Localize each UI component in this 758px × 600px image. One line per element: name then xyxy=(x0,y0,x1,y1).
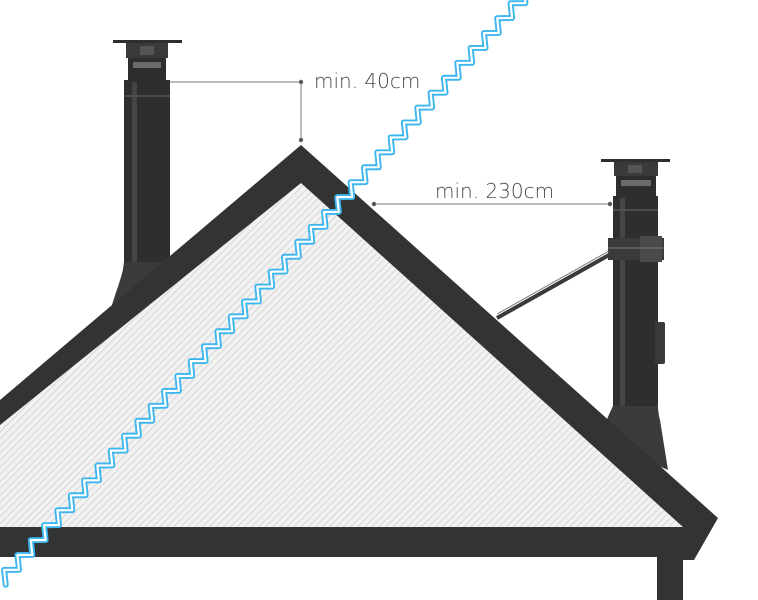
right-chimney-pipe-highlight xyxy=(620,198,625,434)
right-chimney xyxy=(600,159,670,470)
right-chimney-cowl-vent xyxy=(621,180,651,186)
dimension-left: min. 40cm xyxy=(170,69,420,143)
dimension-right-label: min. 230cm xyxy=(435,179,554,203)
left-chimney-pipe-highlight xyxy=(132,82,137,278)
wavy-break-line-core xyxy=(2,0,527,586)
right-chimney-cowl-cap xyxy=(601,159,670,162)
roof-hatched-section xyxy=(0,183,683,527)
left-chimney-cowl-body xyxy=(128,58,166,80)
right-chimney-bracket-clamp xyxy=(640,236,662,262)
right-chimney-cowl-top-highlight xyxy=(628,165,642,173)
roof-wall-base xyxy=(0,545,660,557)
left-chimney-cowl-vent xyxy=(133,62,161,68)
right-chimney-pipe xyxy=(613,196,658,436)
dimension-right: min. 230cm xyxy=(371,179,613,207)
roof-support-strut xyxy=(496,253,610,320)
right-chimney-side-box xyxy=(655,322,665,364)
right-chimney-flashing xyxy=(600,406,668,470)
dimension-right-dot-right xyxy=(607,201,613,207)
left-chimney-cowl-top-highlight xyxy=(140,46,154,55)
roof-wall-right xyxy=(657,545,683,600)
dimension-left-dot-top xyxy=(298,79,304,85)
dimension-left-label: min. 40cm xyxy=(314,69,420,93)
dimension-left-dot-bottom xyxy=(298,137,304,143)
roof-support-strut-highlight xyxy=(496,250,610,315)
wavy-break-line-icon xyxy=(1,0,529,588)
roof xyxy=(0,145,718,600)
left-chimney-cowl-cap xyxy=(113,40,182,43)
dimension-right-dot-left xyxy=(371,201,377,207)
left-chimney-pipe xyxy=(124,80,170,280)
